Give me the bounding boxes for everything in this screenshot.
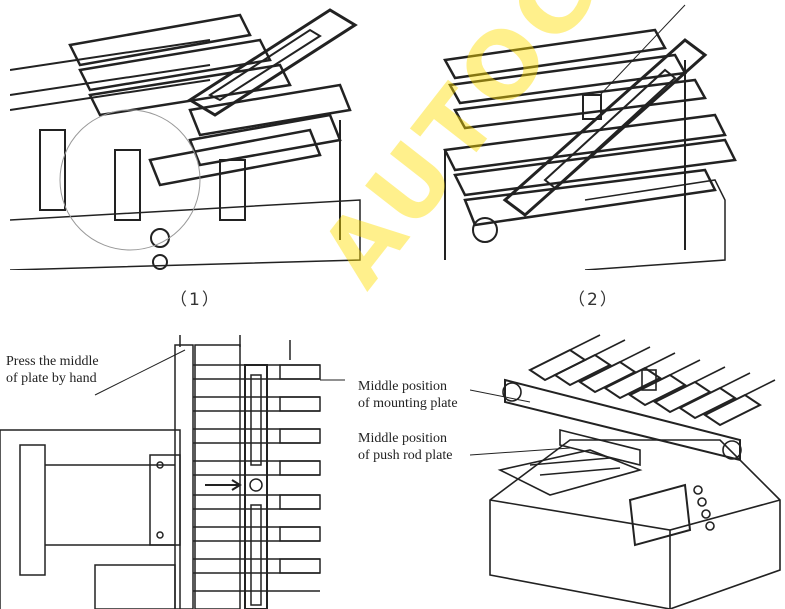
panel-1-caption: （1）: [170, 290, 221, 310]
panel-2-caption: （2）: [568, 290, 619, 310]
syringe-rack-plate-drawing: [443, 4, 737, 270]
panel-2-illustration: [435, 0, 765, 270]
mounting-plate-middle-callout: Middle position of mounting plate: [358, 379, 458, 411]
press-middle-callout: Press the middle of plate by hand: [6, 354, 99, 386]
top-view-push-rod-drawing: [0, 335, 345, 609]
push-rod-middle-callout: Middle position of push rod plate: [358, 431, 453, 463]
panel-1-illustration: [10, 0, 370, 270]
syringe-rack-closeup-drawing: [10, 8, 361, 270]
panel-3-illustration: [0, 335, 345, 609]
panel-4-illustration: [470, 330, 785, 609]
syringe-pump-instrument-drawing: [470, 334, 781, 609]
